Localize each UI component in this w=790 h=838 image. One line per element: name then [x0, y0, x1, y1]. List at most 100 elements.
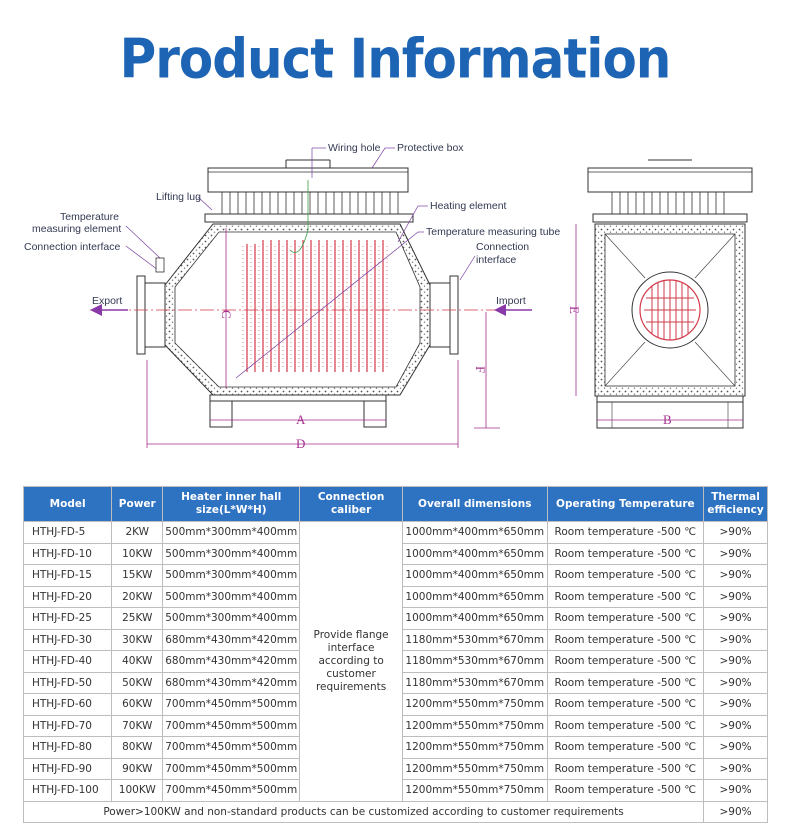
- cell-power: 25KW: [111, 607, 164, 630]
- cell-power: 90KW: [111, 757, 164, 780]
- temp-measuring-element-label: Temperature measuring element: [32, 211, 122, 235]
- header-model: Model: [22, 486, 113, 522]
- cell-model: HTHJ-FD-90: [22, 757, 113, 780]
- cell-inner-size: 500mm*300mm*400mm: [162, 542, 301, 565]
- cell-power: 80KW: [111, 736, 164, 759]
- dimension-d: D: [296, 436, 305, 451]
- dimension-f: F: [473, 366, 488, 373]
- header-operating-temperature: Operating Temperature: [546, 486, 705, 522]
- cell-inner-size: 700mm*450mm*500mm: [162, 757, 301, 780]
- cell-power: 40KW: [111, 650, 164, 673]
- cell-overall-dimensions: 1200mm*550mm*750mm: [401, 779, 548, 802]
- cell-thermal-efficiency: >90%: [703, 542, 768, 565]
- cell-thermal-efficiency: >90%: [703, 585, 768, 608]
- cell-overall-dimensions: 1000mm*400mm*650mm: [401, 607, 548, 630]
- dimension-a: A: [296, 412, 306, 427]
- dimension-b: B: [663, 412, 672, 427]
- dimension-e: E: [567, 306, 582, 314]
- cell-model: HTHJ-FD-50: [22, 671, 113, 694]
- cell-model: HTHJ-FD-60: [22, 693, 113, 716]
- temp-measuring-element-line-2: measuring element: [32, 223, 121, 235]
- cell-overall-dimensions: 1180mm*530mm*670mm: [401, 628, 548, 651]
- cell-thermal-efficiency: >90%: [703, 564, 768, 587]
- cell-inner-size: 700mm*450mm*500mm: [162, 736, 301, 759]
- cell-operating-temperature: Room temperature -500 ℃: [546, 779, 705, 802]
- cell-model: HTHJ-FD-80: [22, 736, 113, 759]
- cell-power: 30KW: [111, 628, 164, 651]
- cell-power: 70KW: [111, 714, 164, 737]
- table-row: HTHJ-FD-10 10KW 500mm*300mm*400mm 1000mm…: [22, 542, 768, 565]
- cell-thermal-efficiency: >90%: [703, 628, 768, 651]
- end-view: B E: [567, 159, 753, 429]
- lifting-lug-label: Lifting lug: [156, 191, 201, 203]
- side-view: A D C F Export Import Wiring hole Protec…: [24, 142, 560, 451]
- connection-interface-right-line-1: Connection: [476, 241, 529, 253]
- cell-operating-temperature: Room temperature -500 ℃: [546, 628, 705, 651]
- cell-model: HTHJ-FD-40: [22, 650, 113, 673]
- cell-operating-temperature: Room temperature -500 ℃: [546, 650, 705, 673]
- cell-overall-dimensions: 1200mm*550mm*750mm: [401, 736, 548, 759]
- cell-overall-dimensions: 1180mm*530mm*670mm: [401, 671, 548, 694]
- cell-thermal-efficiency: >90%: [703, 607, 768, 630]
- cell-power: 15KW: [111, 564, 164, 587]
- cell-power: 100KW: [111, 779, 164, 802]
- cell-thermal-efficiency: >90%: [703, 650, 768, 673]
- cell-thermal-efficiency: >90%: [703, 736, 768, 759]
- cell-overall-dimensions: 1000mm*400mm*650mm: [401, 542, 548, 565]
- cell-overall-dimensions: 1200mm*550mm*750mm: [401, 693, 548, 716]
- footer-note: Power>100KW and non-standard products ca…: [22, 800, 705, 823]
- page-title: Product Information: [119, 27, 672, 91]
- heating-element-label: Heating element: [430, 200, 507, 212]
- cell-inner-size: 500mm*300mm*400mm: [162, 607, 301, 630]
- cell-power: 2KW: [111, 521, 164, 544]
- dimension-c: C: [219, 310, 234, 319]
- cell-operating-temperature: Room temperature -500 ℃: [546, 757, 705, 780]
- header-thermal-efficiency: Thermal efficiency: [703, 486, 768, 522]
- cell-model: HTHJ-FD-70: [22, 714, 113, 737]
- cell-operating-temperature: Room temperature -500 ℃: [546, 585, 705, 608]
- cell-operating-temperature: Room temperature -500 ℃: [546, 693, 705, 716]
- import-label: Import: [496, 295, 526, 307]
- cell-inner-size: 680mm*430mm*420mm: [162, 628, 301, 651]
- cell-thermal-efficiency: >90%: [703, 693, 768, 716]
- header-power: Power: [111, 486, 164, 522]
- cell-power: 20KW: [111, 585, 164, 608]
- cell-overall-dimensions: 1200mm*550mm*750mm: [401, 714, 548, 737]
- connection-interface-right-label: Connection interface: [476, 241, 532, 266]
- cell-connection-caliber: Provide flange interface according to cu…: [299, 521, 403, 802]
- export-label: Export: [92, 295, 122, 307]
- cell-power: 50KW: [111, 671, 164, 694]
- cell-operating-temperature: Room temperature -500 ℃: [546, 736, 705, 759]
- cell-model: HTHJ-FD-5: [22, 521, 113, 544]
- cell-inner-size: 500mm*300mm*400mm: [162, 564, 301, 587]
- connection-interface-left-label: Connection interface: [24, 241, 120, 253]
- cell-operating-temperature: Room temperature -500 ℃: [546, 671, 705, 694]
- cell-overall-dimensions: 1000mm*400mm*650mm: [401, 564, 548, 587]
- table-row: HTHJ-FD-70 70KW 700mm*450mm*500mm 1200mm…: [22, 714, 768, 737]
- temp-measuring-element-line-1: Temperature: [60, 211, 119, 223]
- header-inner-size: Heater inner hall size(L*W*H): [162, 486, 301, 522]
- cell-power: 10KW: [111, 542, 164, 565]
- cell-inner-size: 700mm*450mm*500mm: [162, 693, 301, 716]
- cell-thermal-efficiency: >90%: [703, 671, 768, 694]
- cell-operating-temperature: Room temperature -500 ℃: [546, 714, 705, 737]
- table-row: HTHJ-FD-20 20KW 500mm*300mm*400mm 1000mm…: [22, 585, 768, 608]
- header-overall-dimensions: Overall dimensions: [401, 486, 548, 522]
- cell-model: HTHJ-FD-15: [22, 564, 113, 587]
- cell-inner-size: 500mm*300mm*400mm: [162, 585, 301, 608]
- cell-inner-size: 500mm*300mm*400mm: [162, 521, 301, 544]
- cell-model: HTHJ-FD-20: [22, 585, 113, 608]
- cell-operating-temperature: Room temperature -500 ℃: [546, 564, 705, 587]
- cell-thermal-efficiency: >90%: [703, 714, 768, 737]
- table-row: HTHJ-FD-5 2KW 500mm*300mm*400mm Provide …: [22, 521, 768, 802]
- header-connection-caliber: Connection caliber: [299, 486, 403, 522]
- cell-inner-size: 700mm*450mm*500mm: [162, 779, 301, 802]
- table-header-row: Model Power Heater inner hall size(L*W*H…: [22, 486, 768, 522]
- cell-model: HTHJ-FD-25: [22, 607, 113, 630]
- connection-interface-right-line-2: interface: [476, 254, 516, 266]
- cell-operating-temperature: Room temperature -500 ℃: [546, 607, 705, 630]
- cell-inner-size: 680mm*430mm*420mm: [162, 650, 301, 673]
- cell-overall-dimensions: 1000mm*400mm*650mm: [401, 521, 548, 544]
- cell-thermal-efficiency: >90%: [703, 779, 768, 802]
- table-row: HTHJ-FD-50 50KW 680mm*430mm*420mm 1180mm…: [22, 671, 768, 694]
